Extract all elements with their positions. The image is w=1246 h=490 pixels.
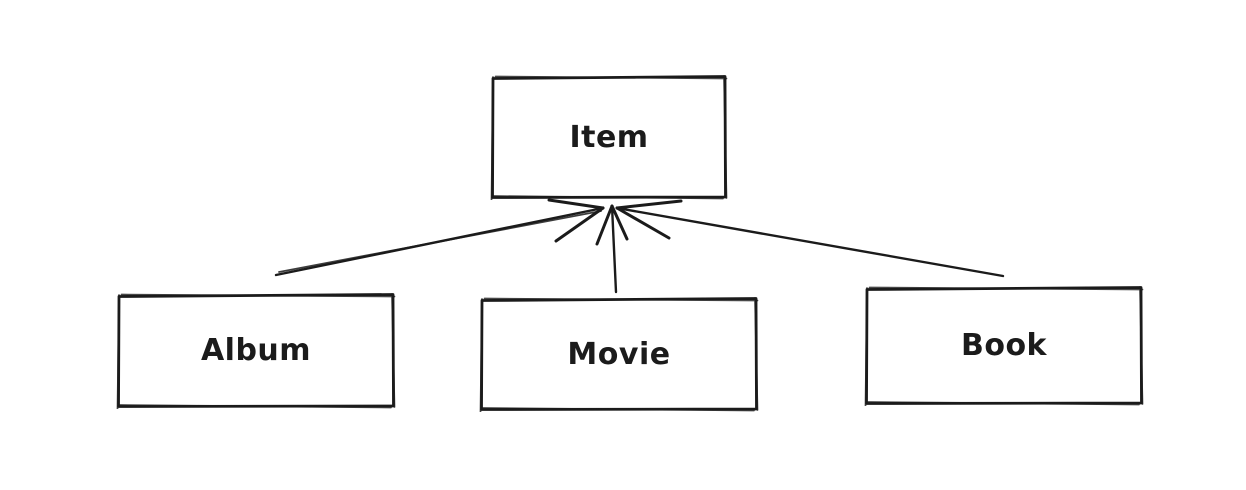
arrowhead-wing	[615, 206, 671, 240]
arrow-album-to-item[interactable]	[274, 198, 605, 277]
arrowhead-wing	[547, 198, 605, 210]
arrowhead-wing	[554, 206, 605, 243]
arrowhead-wing	[595, 204, 614, 246]
arrowhead-wing	[615, 199, 683, 210]
node-movie-label: Movie	[567, 336, 671, 372]
node-album-border	[116, 293, 396, 409]
node-movie[interactable]: Movie	[479, 296, 759, 412]
node-book[interactable]: Book	[864, 285, 1144, 406]
node-item-border	[490, 75, 728, 200]
arrow-shaft-overdraw	[278, 210, 602, 273]
arrow-movie-to-item[interactable]	[595, 204, 629, 294]
node-book-label: Book	[960, 328, 1048, 363]
arrow-book-to-item[interactable]	[615, 199, 1005, 278]
arrow-shaft	[615, 206, 1005, 278]
node-album[interactable]: Album	[116, 292, 396, 409]
node-album-label: Album	[200, 333, 312, 368]
node-item-label: Item	[569, 119, 649, 155]
node-movie-border	[479, 297, 759, 412]
node-book-border	[864, 286, 1144, 406]
arrow-shaft	[610, 204, 618, 294]
node-item[interactable]: Item	[490, 74, 728, 200]
arrowhead-wing	[610, 204, 629, 241]
